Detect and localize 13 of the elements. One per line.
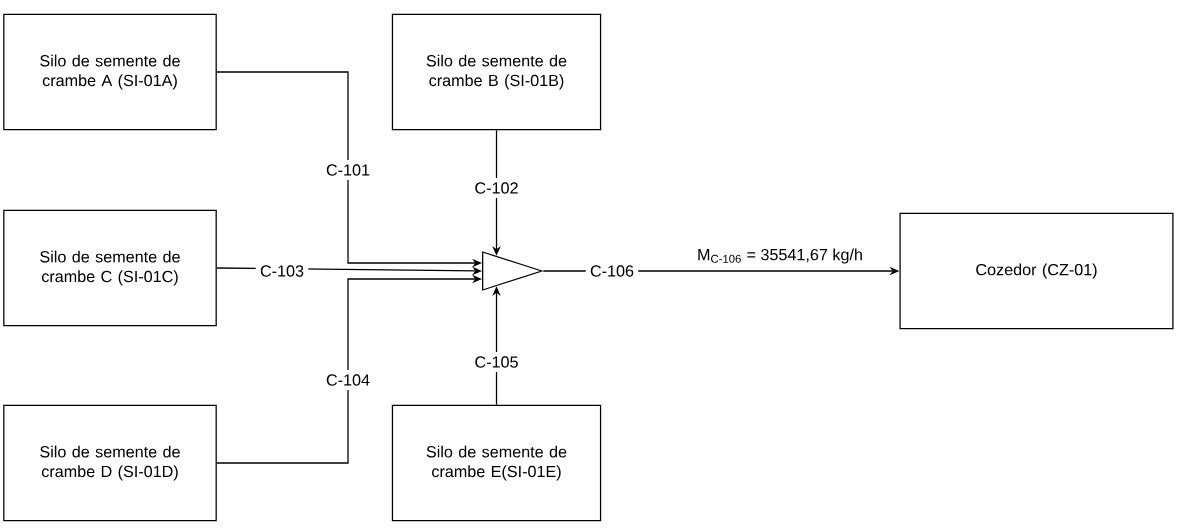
process-box: Silo de semente de crambe B (SI-01B) bbox=[391, 13, 602, 131]
process-box: Silo de semente de crambe C (SI-01C) bbox=[3, 209, 217, 327]
process-box: Silo de semente de crambe E(SI-01E) bbox=[391, 404, 602, 522]
flow-rate-label: M$_{C-106}$ = 35541,67 kg/h bbox=[698, 248, 862, 264]
edge-label: C-103 bbox=[255, 261, 309, 281]
edge-label: C-104 bbox=[321, 370, 375, 390]
process-box: Cozedor (CZ-01) bbox=[899, 212, 1174, 330]
process-box: Silo de semente de crambe D (SI-01D) bbox=[3, 404, 217, 522]
edge-label: C-105 bbox=[470, 352, 523, 372]
process-box: Silo de semente de crambe A (SI-01A) bbox=[3, 13, 217, 131]
edge-label: C-106 bbox=[585, 261, 639, 281]
edge-label: C-101 bbox=[321, 160, 375, 180]
edge-label: C-102 bbox=[470, 178, 523, 198]
